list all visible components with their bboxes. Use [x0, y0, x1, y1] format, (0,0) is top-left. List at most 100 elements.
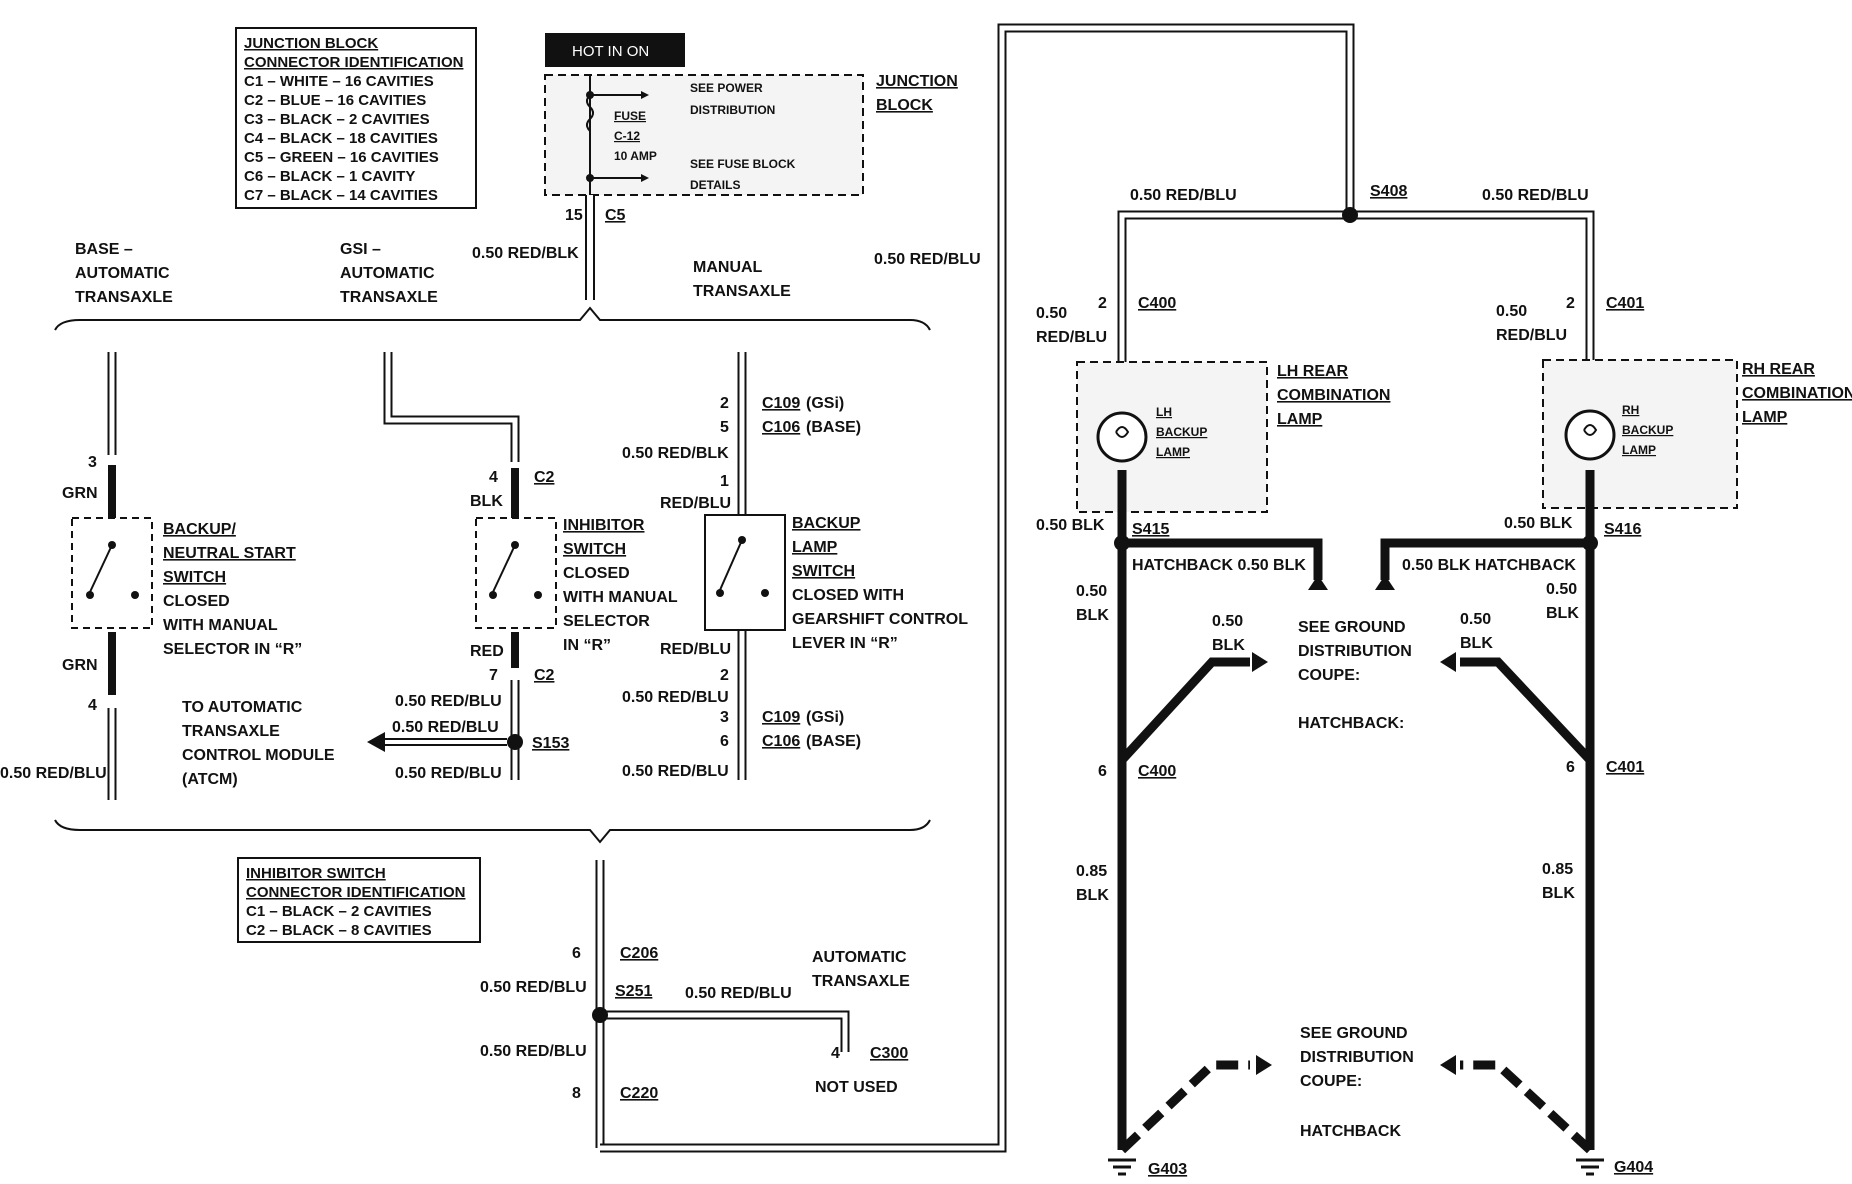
pin-6: 6 — [720, 733, 729, 750]
jb-box-line: C3 – BLACK – 2 CAVITIES — [244, 111, 430, 128]
auto-trans-2: TRANSAXLE — [812, 973, 910, 990]
rh-rear-label-1: RH REAR — [1742, 361, 1815, 378]
backup-neutral-5: WITH MANUAL — [163, 617, 278, 634]
backup-lamp-switch-5: GEARSHIFT CONTROL — [792, 611, 968, 628]
backup-neutral-6: SELECTOR IN “R” — [163, 641, 302, 658]
red-blu-wire-label: 0.50 RED/BLU — [874, 251, 981, 268]
gsi-tag: (GSi) — [806, 709, 844, 726]
junction-block-fuse: FUSE C-12 10 AMP SEE POWER DISTRIBUTION … — [544, 73, 958, 196]
c400-label: C400 — [1138, 295, 1176, 312]
junction-block-label-2: BLOCK — [876, 97, 933, 114]
s153-label: S153 — [532, 735, 569, 752]
c5-label: C5 — [605, 207, 626, 224]
see-ground-3: COUPE: — [1298, 667, 1360, 684]
pin-2: 2 — [720, 667, 729, 684]
s408-label: S408 — [1370, 183, 1407, 200]
red-blu-wire-label: 0.50 RED/BLU — [685, 985, 792, 1002]
rh-rear-label-2: COMBINATION — [1742, 385, 1852, 402]
fuse-label-3: 10 AMP — [614, 149, 657, 163]
inh-box-title-1: INHIBITOR SWITCH — [246, 865, 386, 882]
pin-15: 15 — [565, 207, 583, 224]
lamp-ground-wires — [1114, 470, 1598, 1154]
c109-label: C109 — [762, 709, 800, 726]
c401-label: C401 — [1606, 759, 1644, 776]
c2-label: C2 — [534, 667, 555, 684]
red-blu-wire-label: 0.50 RED/BLU — [1482, 187, 1589, 204]
backup-lamp-switch-1: BACKUP — [792, 515, 861, 532]
not-used-label: NOT USED — [815, 1079, 898, 1096]
c220-label: C220 — [620, 1085, 658, 1102]
manual-circuit: 2 C109 (GSi) 5 C106 (BASE) 0.50 RED/BLK … — [622, 352, 968, 780]
red-label: RED — [470, 643, 504, 660]
jb-box-title-1: JUNCTION BLOCK — [244, 35, 378, 52]
gsi-title-2: AUTOMATIC — [340, 265, 435, 282]
pin-2: 2 — [1566, 295, 1575, 312]
pin-5: 5 — [720, 419, 729, 436]
blk-label: BLK — [470, 493, 503, 510]
s251-label: S251 — [615, 983, 652, 1000]
wire-050: 0.50 — [1460, 611, 1491, 628]
pin-6: 6 — [1098, 763, 1107, 780]
junction-block-id-box: JUNCTION BLOCK CONNECTOR IDENTIFICATION … — [235, 27, 477, 209]
jb-box-line: C5 – GREEN – 16 CAVITIES — [244, 149, 439, 166]
hot-in-on-banner: HOT IN ON — [545, 33, 685, 67]
pin-2: 2 — [720, 395, 729, 412]
see-ground-4: HATCHBACK: — [1298, 715, 1404, 732]
g404-label: G404 — [1614, 1159, 1653, 1176]
backup-lamp-switch-4: CLOSED WITH — [792, 587, 904, 604]
wire-085: 0.85 — [1076, 863, 1107, 880]
red-blk-wire-label: 0.50 RED/BLK — [622, 445, 729, 462]
gsi-title-3: TRANSAXLE — [340, 289, 438, 306]
blk-label: BLK — [1076, 607, 1109, 624]
to-atcm-1: TO AUTOMATIC — [182, 699, 303, 716]
w050blk-label: 0.50 BLK — [1036, 517, 1105, 534]
wire-085: 0.85 — [1542, 861, 1573, 878]
backup-neutral-4: CLOSED — [163, 593, 230, 610]
inhibitor-6: IN “R” — [563, 637, 611, 654]
inhibitor-1: INHIBITOR — [563, 517, 645, 534]
red-blk-feed-wire: 15 C5 0.50 RED/BLK — [472, 195, 626, 300]
blk-label: BLK — [1460, 635, 1493, 652]
red-blu-label: RED/BLU — [660, 495, 731, 512]
rh-inner-3: LAMP — [1622, 443, 1656, 457]
wire-050: 0.50 — [1212, 613, 1243, 630]
inh-box-title-2: CONNECTOR IDENTIFICATION — [246, 884, 465, 901]
lh-rear-combination-lamp: LH BACKUP LAMP LH REAR COMBINATION LAMP — [1076, 361, 1390, 513]
lh-rear-label-3: LAMP — [1277, 411, 1323, 428]
to-atcm-4: (ATCM) — [182, 771, 238, 788]
inh-box-line: C1 – BLACK – 2 CAVITIES — [246, 903, 432, 920]
inhibitor-5: SELECTOR — [563, 613, 650, 630]
base-title-2: AUTOMATIC — [75, 265, 170, 282]
red-blu-wire-label: 0.50 RED/BLU — [395, 765, 502, 782]
to-atcm-3: CONTROL MODULE — [182, 747, 335, 764]
red-blu-wire-label: 0.50 RED/BLU — [1130, 187, 1237, 204]
upper-brace — [54, 306, 931, 331]
jb-box-line: C6 – BLACK – 1 CAVITY — [244, 168, 415, 185]
base-tag: (BASE) — [806, 419, 861, 436]
hatchback-050-label-r: 0.50 BLK HATCHBACK — [1402, 557, 1576, 574]
c401-label: C401 — [1606, 295, 1644, 312]
see-ground-1: SEE GROUND — [1298, 619, 1406, 636]
wire-050: 0.50 — [1546, 581, 1577, 598]
rh-rear-label-3: LAMP — [1742, 409, 1788, 426]
backup-neutral-2: NEUTRAL START — [163, 545, 296, 562]
see-ground-4b: HATCHBACK — [1300, 1123, 1401, 1140]
pin-4: 4 — [489, 469, 498, 486]
red-blu-wire-label: 0.50 RED/BLU — [395, 693, 502, 710]
lh-rear-label-1: LH REAR — [1277, 363, 1349, 380]
backup-lamp-switch-3: SWITCH — [792, 563, 855, 580]
manual-title-1: MANUAL — [693, 259, 763, 276]
lh-rear-label-2: COMBINATION — [1277, 387, 1390, 404]
red-blu-wire-label: 0.50 RED/BLU — [622, 763, 729, 780]
pin-3: 3 — [88, 454, 97, 471]
pin-7: 7 — [489, 667, 498, 684]
grn-label: GRN — [62, 657, 98, 674]
section-titles: BASE – AUTOMATIC TRANSAXLE GSI – AUTOMAT… — [75, 241, 791, 306]
see-fuse-2: DETAILS — [690, 178, 740, 192]
pin-3: 3 — [720, 709, 729, 726]
jb-box-line: C2 – BLUE – 16 CAVITIES — [244, 92, 426, 109]
pin-6: 6 — [572, 945, 581, 962]
red-blu-label: RED/BLU — [1496, 327, 1567, 344]
see-ground-3: COUPE: — [1300, 1073, 1362, 1090]
pin-4: 4 — [88, 697, 97, 714]
